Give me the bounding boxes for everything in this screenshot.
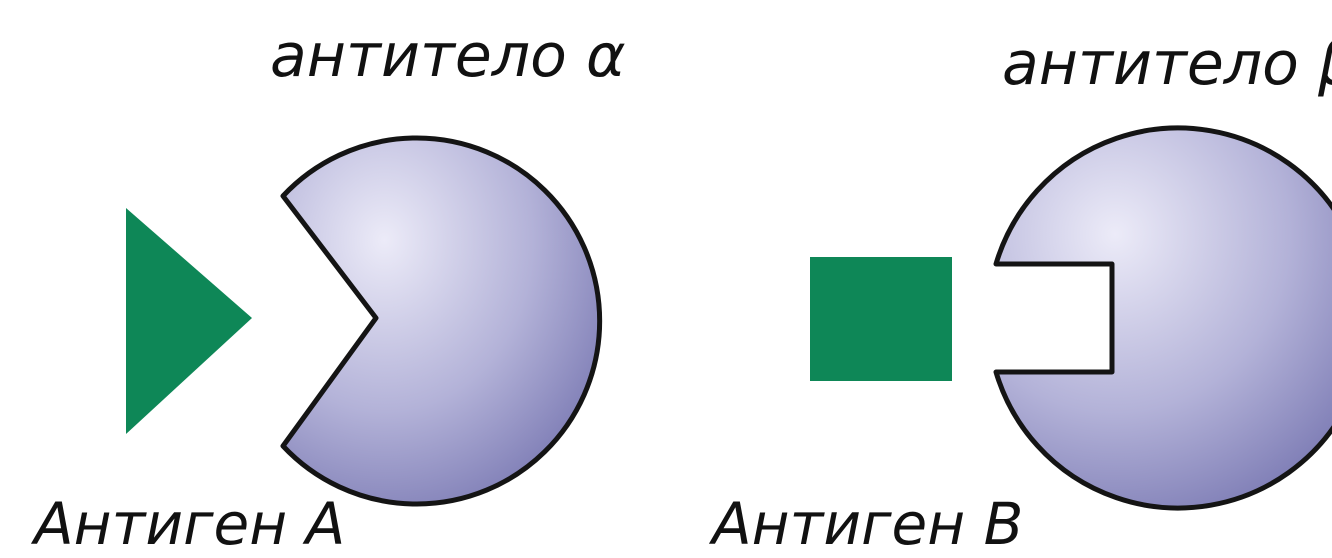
antibody-beta-label: антитело β: [1002, 29, 1332, 99]
antibody-alpha-head: [280, 135, 603, 507]
antigen-b-square: [810, 257, 952, 381]
antibody-alpha-label: антитело α: [270, 21, 626, 91]
antibody-beta-head: [993, 125, 1332, 511]
antigen-a-triangle: [126, 208, 252, 434]
antibody-alpha-group: [280, 135, 603, 507]
antigen-b-group: [810, 257, 952, 381]
antigen-b-label: Антиген В: [708, 490, 1023, 558]
antigen-a-group: [126, 208, 252, 434]
antigen-a-label: Антиген А: [30, 490, 345, 558]
antibody-beta-group: [993, 125, 1332, 511]
